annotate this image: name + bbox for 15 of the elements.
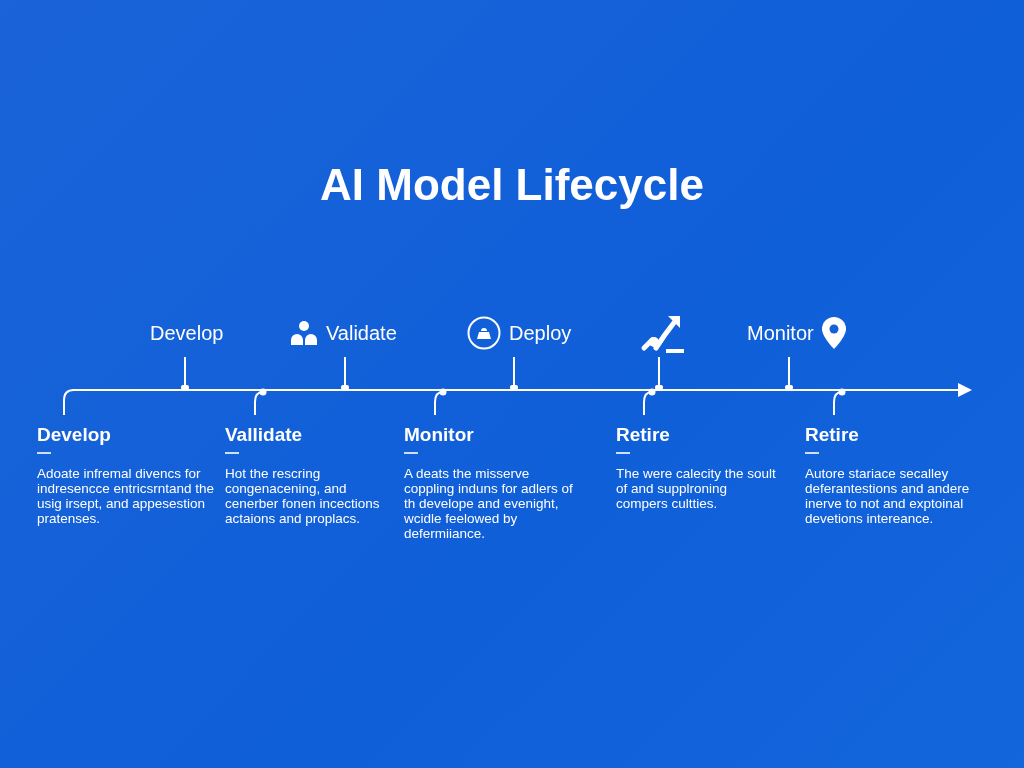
card-heading: Retire [805, 424, 860, 446]
card-description: The were calecity the soult of and supplroning compers cultties. [616, 465, 776, 511]
card-description: Hot the rescring congenacening, and cenerber fonen incections actaions and proplacs. [225, 465, 381, 526]
card-heading: Develop [37, 424, 112, 446]
stage-label: Deploy [509, 321, 572, 345]
card-heading: Retire [616, 424, 671, 446]
card-description: A deats the misserve coppling induns for adlers of th develope and evenight, wcidle feelowed by defermiiance. [404, 465, 574, 541]
card-heading: Monitor [404, 424, 475, 446]
title: AI Model Lifecycle [319, 160, 705, 210]
stage-label: Develop [150, 321, 224, 345]
card-description: Autore stariace secalley deferantestions and andere inerve to not and exptoinal devetions intereance. [805, 465, 971, 526]
stage-label: Validate [326, 321, 397, 345]
card-heading: Vallidate [225, 424, 304, 446]
stage-label: Monitor [747, 321, 814, 345]
card-description: Adoate infremal divencs for indresencce entricsrntand the usig irsept, and appesestion pratenses. [37, 465, 215, 526]
